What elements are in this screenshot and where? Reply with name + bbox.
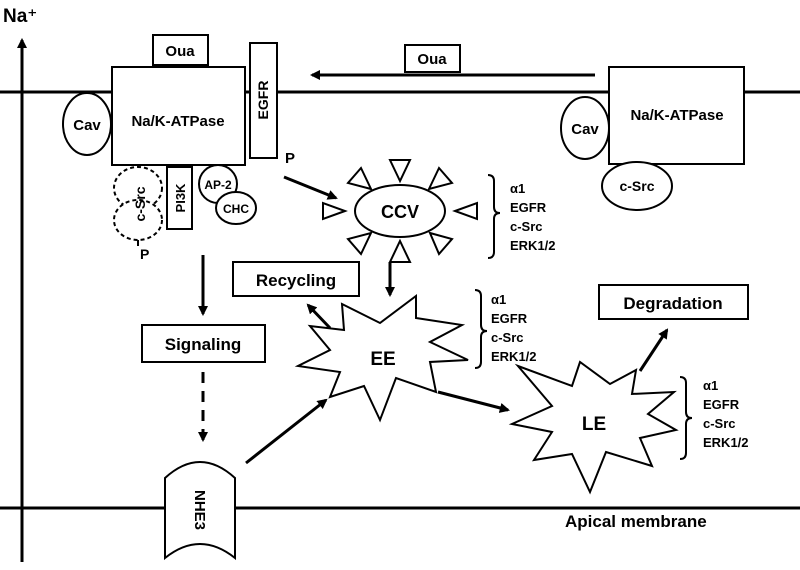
ccv-label: CCV — [381, 202, 419, 222]
le-cargo-item: c-Src — [703, 416, 736, 431]
le-cargo-item: ERK1/2 — [703, 435, 749, 450]
ouabain-right-box — [404, 44, 461, 73]
pump-right-box — [608, 66, 745, 165]
le-cargo-item: α1 — [703, 378, 718, 393]
ccv-spike — [346, 231, 373, 256]
degradation-label: Degradation — [623, 294, 722, 313]
csrc-right-oval — [601, 161, 673, 211]
ccv-spike — [388, 159, 412, 184]
le-burst — [508, 360, 679, 495]
ccv-vesicle — [354, 184, 446, 238]
nhe3-transporter — [164, 461, 236, 561]
ccv-cargo-brace — [487, 174, 501, 259]
ee-cargo-brace — [474, 289, 488, 369]
ccv-spike — [346, 166, 373, 191]
axis-label: Na⁺ — [3, 6, 37, 27]
caveolin-right-label: Cav — [571, 121, 599, 138]
csrc-left-label: c-Src — [132, 186, 148, 221]
ouabain-left-box — [152, 34, 209, 66]
ouabain-right-label: Oua — [417, 51, 447, 68]
chc-oval — [215, 191, 257, 225]
degradation-box — [598, 284, 749, 320]
nhe3-label: NHE3 — [191, 490, 208, 530]
apical-membrane-label: Apical membrane — [565, 512, 707, 531]
pump-left-label: Na/K-ATPase — [131, 113, 224, 130]
ccv-cargo-item: ERK1/2 — [510, 238, 556, 253]
ouabain-left-label: Oua — [165, 43, 195, 60]
ccv-cargo-item: c-Src — [510, 219, 543, 234]
ccv-cargo-item: α1 — [510, 181, 525, 196]
egfr-label: EGFR — [255, 81, 271, 120]
arrow-nhe3-to-ee — [245, 398, 328, 465]
ee-cargo-item: c-Src — [491, 330, 524, 345]
csrc-right-label: c-Src — [619, 178, 654, 194]
caveolin-left-label: Cav — [73, 117, 101, 134]
le-cargo-brace — [679, 376, 693, 460]
ee-cargo-item: EGFR — [491, 311, 528, 326]
ccv-spike — [428, 231, 454, 256]
ee-cargo-item: ERK1/2 — [491, 349, 537, 364]
ccv-spike — [322, 201, 348, 221]
arrow-ee-to-recycling — [306, 303, 332, 330]
ap2-label: AP-2 — [204, 178, 232, 192]
egfr-box — [249, 42, 278, 159]
arrow-ee-to-le — [437, 390, 510, 413]
arrow-le-to-degradation — [638, 328, 669, 372]
chc-label: CHC — [223, 202, 249, 216]
caveolin-right — [560, 96, 610, 160]
ccv-spike — [452, 201, 478, 221]
ccv-spike — [427, 166, 454, 191]
le-label: LE — [582, 414, 606, 435]
caveolin-left — [62, 92, 112, 156]
csrc-phospho-label: P — [140, 246, 149, 262]
csrc-left-lower — [113, 199, 163, 241]
recycling-box — [232, 261, 360, 297]
ee-label: EE — [370, 349, 395, 370]
signaling-box — [141, 324, 266, 363]
pi3k-box — [166, 166, 193, 230]
pi3k-label: PI3K — [173, 183, 188, 213]
pump-right-label: Na/K-ATPase — [630, 107, 723, 124]
ee-cargo-item: α1 — [491, 292, 506, 307]
egfr-phospho-label: P — [285, 150, 295, 167]
le-cargo-item: EGFR — [703, 397, 740, 412]
recycling-label: Recycling — [256, 271, 336, 290]
arrow-complex-to-ccv — [283, 175, 338, 200]
signaling-label: Signaling — [165, 335, 242, 354]
ee-burst — [294, 294, 469, 423]
ccv-cargo-item: EGFR — [510, 200, 547, 215]
pump-left-box — [111, 66, 246, 166]
ccv-spike — [388, 238, 412, 263]
